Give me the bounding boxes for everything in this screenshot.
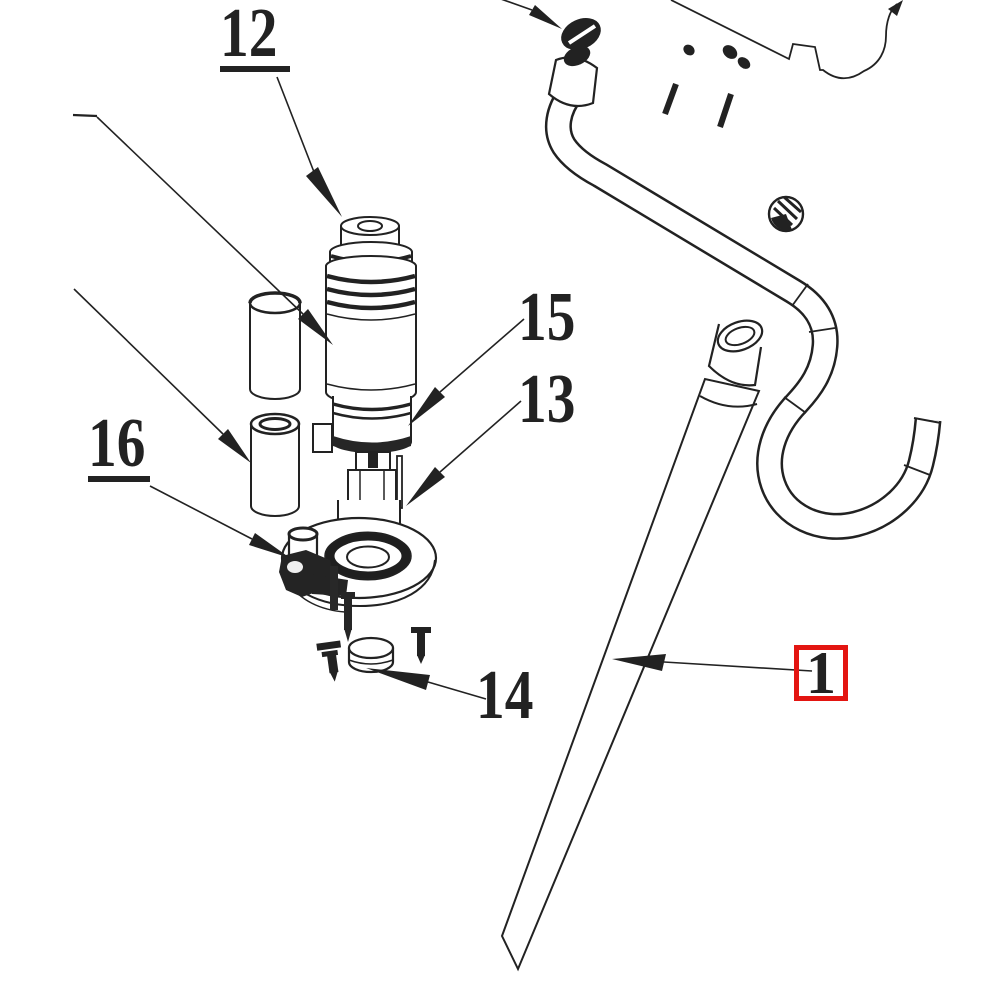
arrowhead-13 [406,467,445,506]
leader-lines [72,0,813,700]
arrowhead-cropped-b [218,429,251,463]
arrowhead-14 [366,668,430,690]
screw-head-icon [767,195,805,233]
suction-tube-part [500,319,764,972]
bearing-ring [325,531,411,581]
small-cylinder-lower [249,412,301,517]
callout-label-13: 13 [518,361,576,438]
panel-edge-arrowhead [888,0,903,16]
callout-label-15: 15 [518,279,576,356]
callout-underline-16 [88,476,150,482]
handle-tube [544,84,942,540]
arrowhead-15 [408,387,445,426]
callout-label-16: 16 [88,409,150,482]
small-cylinder-upper [248,291,302,400]
arrowhead-cropped-a [298,309,333,345]
arrowhead-12 [306,167,342,217]
arrowhead-16 [249,533,290,558]
small-screws-group [662,44,751,128]
arrowhead-1 [612,654,666,671]
seal-cap-part [347,636,395,674]
pump-body-drum [325,255,417,405]
handle-tube-open-end [913,417,942,424]
callout-label-1: 1 [806,640,836,706]
pump-lower-collar [312,396,412,453]
handle-top-screw [547,18,601,108]
callout-label-12: 12 [220,0,290,72]
pump-side-tab [312,423,333,453]
screw-shank-icon [717,93,734,128]
flange-base [279,516,438,642]
callout-underline-12 [220,66,290,72]
callout-label-14: 14 [476,657,534,734]
pump-assembly [279,216,438,682]
screw-shank-icon [662,82,679,116]
part-1-highlight-box: 1 [794,640,848,706]
loose-screw-right [411,627,431,664]
panel-edge-outline [670,0,903,80]
arrowhead-top-screw [529,5,562,29]
loose-screw-left [316,640,342,682]
